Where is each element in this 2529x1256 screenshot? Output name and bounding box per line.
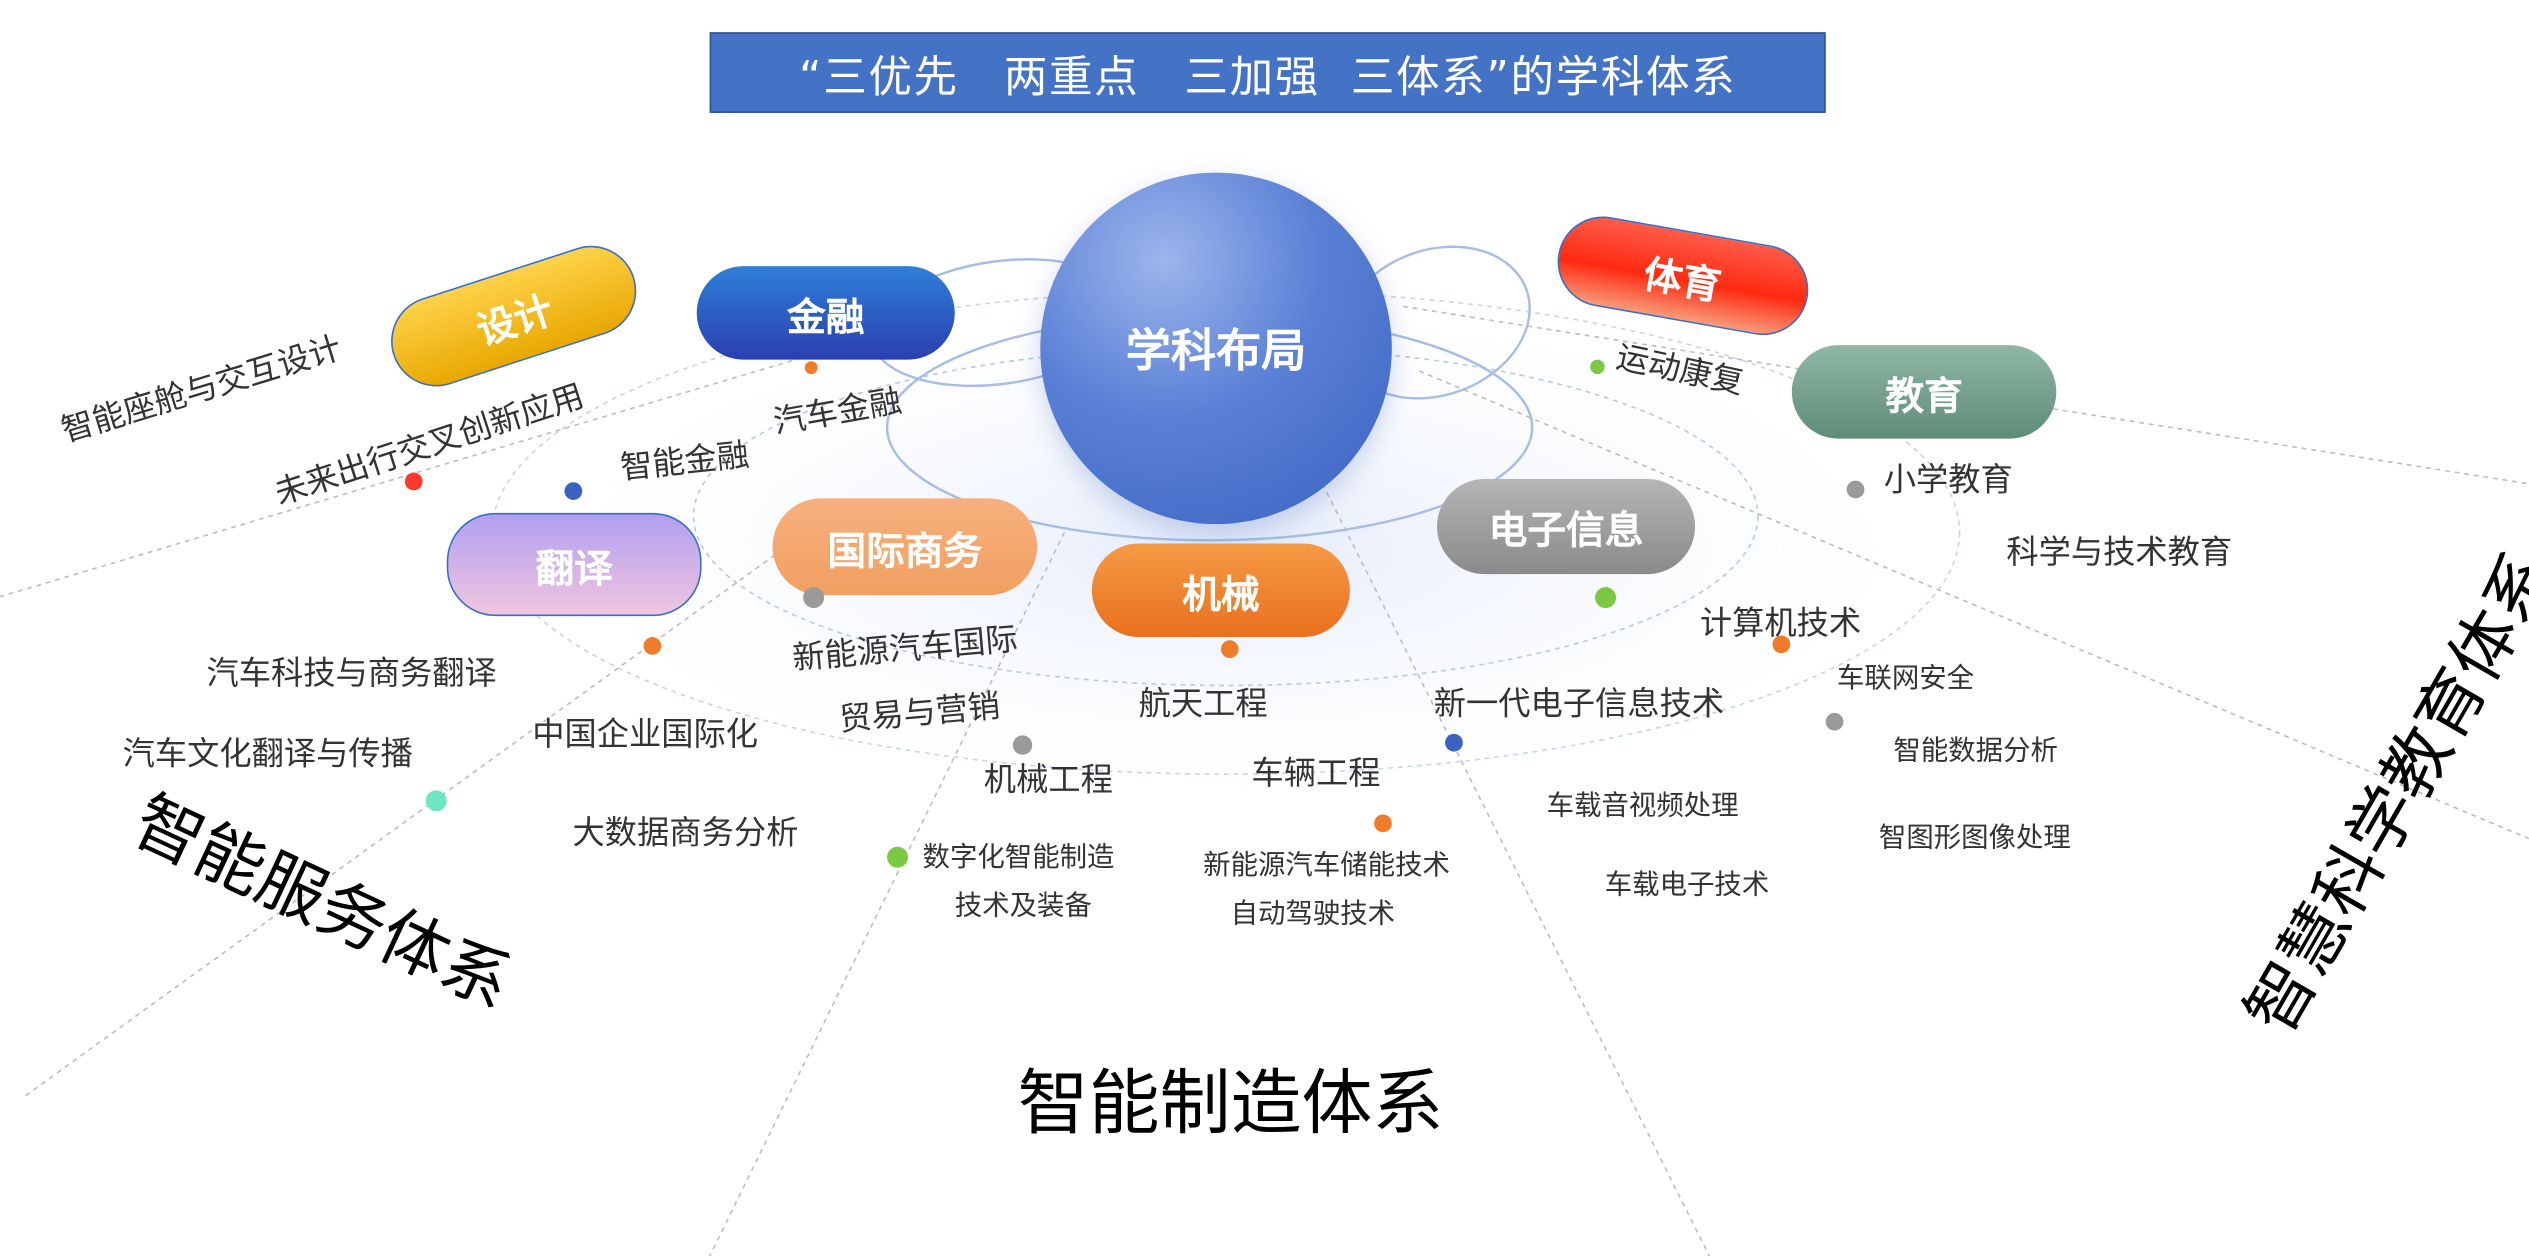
ray-line <box>1321 483 1711 1256</box>
discipline-education: 教育 <box>1791 345 2057 439</box>
dot-electronics <box>1595 587 1617 609</box>
label-vehicle-electronics: 车载电子技术 <box>1604 869 1770 902</box>
system-manufacturing: 智能制造体系 <box>1017 1062 1444 1146</box>
label-sci-tech-edu: 科学与技术教育 <box>2006 532 2233 571</box>
discipline-intl-business: 国际商务 <box>772 498 1038 596</box>
dot-mech-eng <box>1012 735 1033 755</box>
dot-smart-finance <box>564 482 583 500</box>
label-digital-mfg-line2: 技术及装备 <box>954 890 1092 923</box>
label-bigdata-business: 大数据商务分析 <box>572 812 799 852</box>
dot-primary-edu <box>1846 480 1865 499</box>
label-aerospace: 航天工程 <box>1138 683 1268 723</box>
dot-mechanical <box>1220 640 1239 659</box>
center-hub: 学科布局 <box>1040 172 1392 525</box>
dot-computer-tech <box>1772 635 1791 654</box>
label-auto-culture-translation: 汽车文化翻译与传播 <box>122 733 413 773</box>
dot-finance <box>804 361 818 375</box>
ray-line <box>1418 370 2529 840</box>
label-av-processing: 车载音视频处理 <box>1546 790 1739 823</box>
label-vehicle-eng: 车辆工程 <box>1251 753 1381 792</box>
dot-nev-storage <box>1374 814 1392 833</box>
dot-future-mobility <box>404 472 423 491</box>
ray-line <box>0 345 839 598</box>
ray-line <box>23 531 807 1098</box>
label-auto-tech-translation: 汽车科技与商务翻译 <box>206 653 497 692</box>
discipline-translation: 翻译 <box>446 512 702 617</box>
dot-iov <box>1825 712 1844 731</box>
label-primary-edu: 小学教育 <box>1883 459 2013 499</box>
label-digital-mfg-line1: 数字化智能制造 <box>922 841 1115 875</box>
ray-line <box>708 531 1066 1256</box>
label-china-intl: 中国企业国际化 <box>532 714 759 754</box>
label-nev-storage: 新能源汽车储能技术 <box>1203 849 1450 883</box>
label-autonomous: 自动驾驶技术 <box>1230 898 1396 931</box>
label-smart-data: 智能数据分析 <box>1893 735 2058 768</box>
label-iov-security: 车联网安全 <box>1836 662 1975 696</box>
dot-sports-rehab <box>1590 359 1605 375</box>
dot-auto-culture <box>425 790 447 812</box>
dot-translation <box>643 637 662 655</box>
dot-digital-mfg <box>887 846 909 868</box>
discipline-electronics: 电子信息 <box>1437 479 1696 575</box>
label-computer-tech: 计算机技术 <box>1699 603 1862 642</box>
ray-line <box>1403 305 2529 485</box>
page-title: “三优先 两重点 三加强 三体系”的学科体系 <box>709 32 1826 113</box>
dot-new-gen <box>1445 733 1463 752</box>
discipline-mechanical: 机械 <box>1091 543 1350 638</box>
label-mech-eng: 机械工程 <box>983 759 1113 799</box>
label-new-gen-electronics: 新一代电子信息技术 <box>1433 683 1725 723</box>
outer-orbit <box>491 289 1961 775</box>
label-graphics: 智图形图像处理 <box>1878 822 2071 855</box>
dot-intl-business <box>803 587 825 609</box>
discipline-finance: 金融 <box>696 266 955 360</box>
